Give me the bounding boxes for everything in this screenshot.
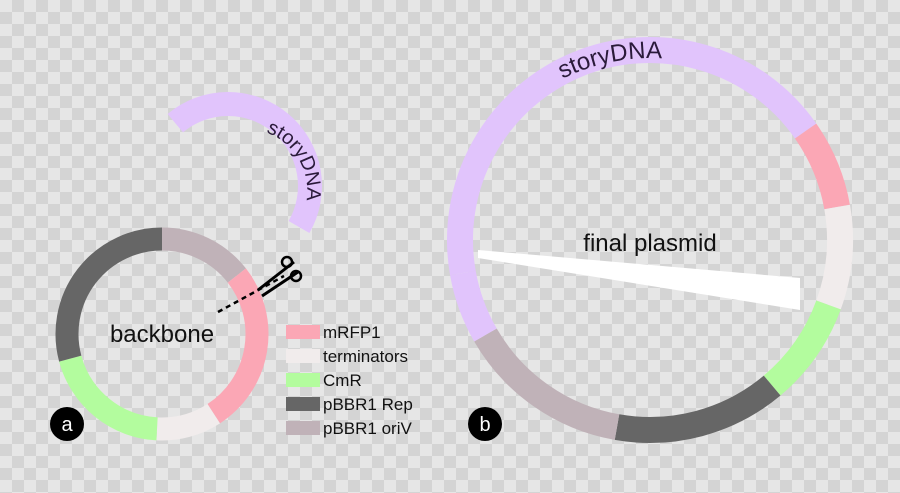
svg-text:b: b <box>479 414 490 436</box>
legend-label-cmr: CmR <box>323 371 362 390</box>
backbone-segment-terminators <box>156 403 221 441</box>
legend-swatch-terminators <box>286 349 320 363</box>
storydna-insert-label: storyDNA <box>264 117 324 202</box>
plasmid-segment-mrfp1 <box>794 123 850 210</box>
plasmid-segment-terminators <box>816 204 853 310</box>
legend-swatch-cmr <box>286 373 320 387</box>
backbone-label: backbone <box>110 321 214 348</box>
plasmid-segment-pbbr1-oriv <box>474 328 620 440</box>
backbone-ring <box>55 227 269 441</box>
legend-label-mrfp1: mRFP1 <box>323 323 381 342</box>
plasmid-interior-wedge <box>478 250 800 310</box>
svg-text:a: a <box>61 414 73 436</box>
scissors-icon <box>217 255 303 314</box>
legend-label-pbbr1-rep: pBBR1 Rep <box>323 395 413 414</box>
plasmid-segment-pbbr1-rep <box>614 375 781 443</box>
legend-swatch-mrfp1 <box>286 325 320 339</box>
final-plasmid-ring <box>447 37 853 443</box>
insert-segment-storydna <box>167 92 322 233</box>
plasmid-segment-storydna <box>447 37 817 276</box>
backbone-segment-mrfp1 <box>207 268 269 424</box>
badge-a: a <box>50 407 84 441</box>
storydna-insert-arc <box>167 92 322 233</box>
legend-label-terminators: terminators <box>323 347 408 366</box>
backbone-segment-pbbr1-rep <box>55 227 163 362</box>
legend-swatch-pbbr1-rep <box>286 397 320 411</box>
backbone-segment-pbbr1-oriv <box>161 227 246 283</box>
legend-label-pbbr1-oriv: pBBR1 oriV <box>323 419 412 438</box>
final-plasmid-label: final plasmid <box>583 230 716 257</box>
plasmid-segment-storydna <box>450 270 497 342</box>
legend-swatch-pbbr1-oriv <box>286 421 320 435</box>
backbone-segment-cmr <box>59 355 158 441</box>
plasmid-segment-cmr <box>763 300 841 396</box>
badge-b: b <box>468 407 502 441</box>
